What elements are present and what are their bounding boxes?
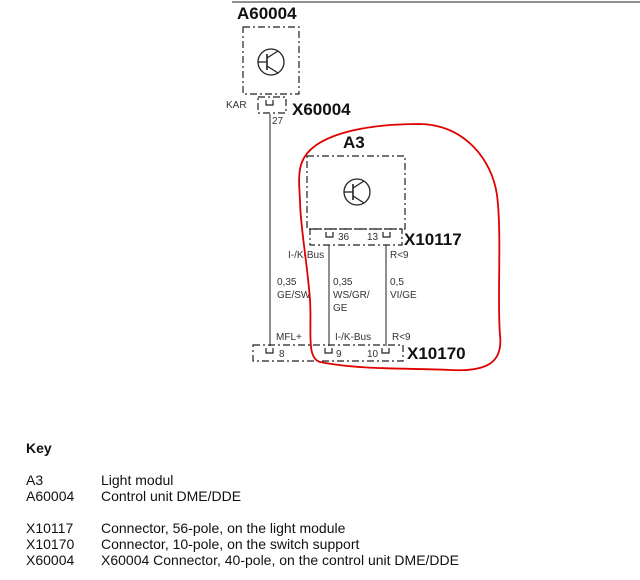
key-group-components: A3 Light modul A60004 Control unit DME/D… xyxy=(26,472,626,504)
x10170-pin-8-label: MFL+ xyxy=(276,332,302,343)
x10170-label: X10170 xyxy=(407,344,466,363)
wire-2-color-cont: GE xyxy=(333,303,348,314)
x10117-label: X10117 xyxy=(404,230,462,249)
x10117-connector-box xyxy=(309,228,403,246)
x10170-pin-8: 8 xyxy=(279,349,285,360)
a3-box xyxy=(306,155,406,230)
wire-2-color: WS/GR/ xyxy=(333,290,370,301)
x10170-pin-10-label: R<9 xyxy=(392,332,411,343)
a60004-title: A60004 xyxy=(237,4,297,23)
wire-1-gauge: 0,35 xyxy=(277,277,297,288)
key-desc: Control unit DME/DDE xyxy=(101,488,242,504)
key-code: A60004 xyxy=(26,488,75,504)
key-code: X60004 xyxy=(26,552,75,568)
x10117-pin-right-label: R<9 xyxy=(390,250,409,261)
key-row: A3 Light modul xyxy=(26,472,626,488)
key-row: A60004 Control unit DME/DDE xyxy=(26,488,626,504)
transistor-icon xyxy=(343,178,371,206)
wire-1-color: GE/SW xyxy=(277,290,311,301)
a3-title: A3 xyxy=(343,133,365,152)
key-row: X10117 Connector, 56-pole, on the light … xyxy=(26,520,626,536)
connector-pin-icon xyxy=(381,348,390,354)
wire-3-color: VI/GE xyxy=(390,290,417,301)
x10117-pin-right: 13 xyxy=(367,232,379,243)
connector-pin-icon xyxy=(382,232,391,238)
wire-2-gauge: 0,35 xyxy=(333,277,353,288)
key-title: Key xyxy=(26,440,52,456)
x60004-connector-box xyxy=(257,96,287,114)
x60004-pin-number: 27 xyxy=(272,116,284,127)
key-spacer xyxy=(26,504,626,520)
key-code: X10170 xyxy=(26,536,75,552)
key-group-connectors: X10117 Connector, 56-pole, on the light … xyxy=(26,520,626,568)
x10117-pin-left: 36 xyxy=(338,232,350,243)
wiring-diagram: A60004 KAR 27 X60004 A3 36 13 X10117 I-/… xyxy=(226,1,640,372)
key-row: X60004 X60004 Connector, 40-pole, on the… xyxy=(26,552,626,568)
x60004-label: X60004 xyxy=(292,100,351,119)
connector-pin-icon xyxy=(265,348,274,354)
red-annotation-outline xyxy=(298,123,502,372)
x10170-pin-10: 10 xyxy=(367,349,379,360)
key-code: A3 xyxy=(26,472,44,488)
key-row: X10170 Connector, 10-pole, on the switch… xyxy=(26,536,626,552)
connector-pin-icon xyxy=(325,232,334,238)
x10170-pin-9: 9 xyxy=(336,349,342,360)
x10170-connector-box xyxy=(252,344,404,362)
connector-pin-icon xyxy=(324,348,333,354)
key-desc: Connector, 56-pole, on the light module xyxy=(101,520,346,536)
x10170-pin-9-label: I-/K-Bus xyxy=(335,332,371,343)
connector-pin-icon xyxy=(265,100,274,106)
key-desc: Connector, 10-pole, on the switch suppor… xyxy=(101,536,360,552)
key-legend: Key A3 Light modul A60004 Control unit D… xyxy=(26,440,626,568)
x60004-pin-label: KAR xyxy=(226,100,247,111)
key-desc: Light modul xyxy=(101,472,174,488)
transistor-icon xyxy=(257,48,285,76)
key-desc: X60004 Connector, 40-pole, on the contro… xyxy=(101,552,459,568)
a60004-box xyxy=(242,26,300,95)
wire-3-gauge: 0,5 xyxy=(390,277,404,288)
key-code: X10117 xyxy=(26,520,74,536)
